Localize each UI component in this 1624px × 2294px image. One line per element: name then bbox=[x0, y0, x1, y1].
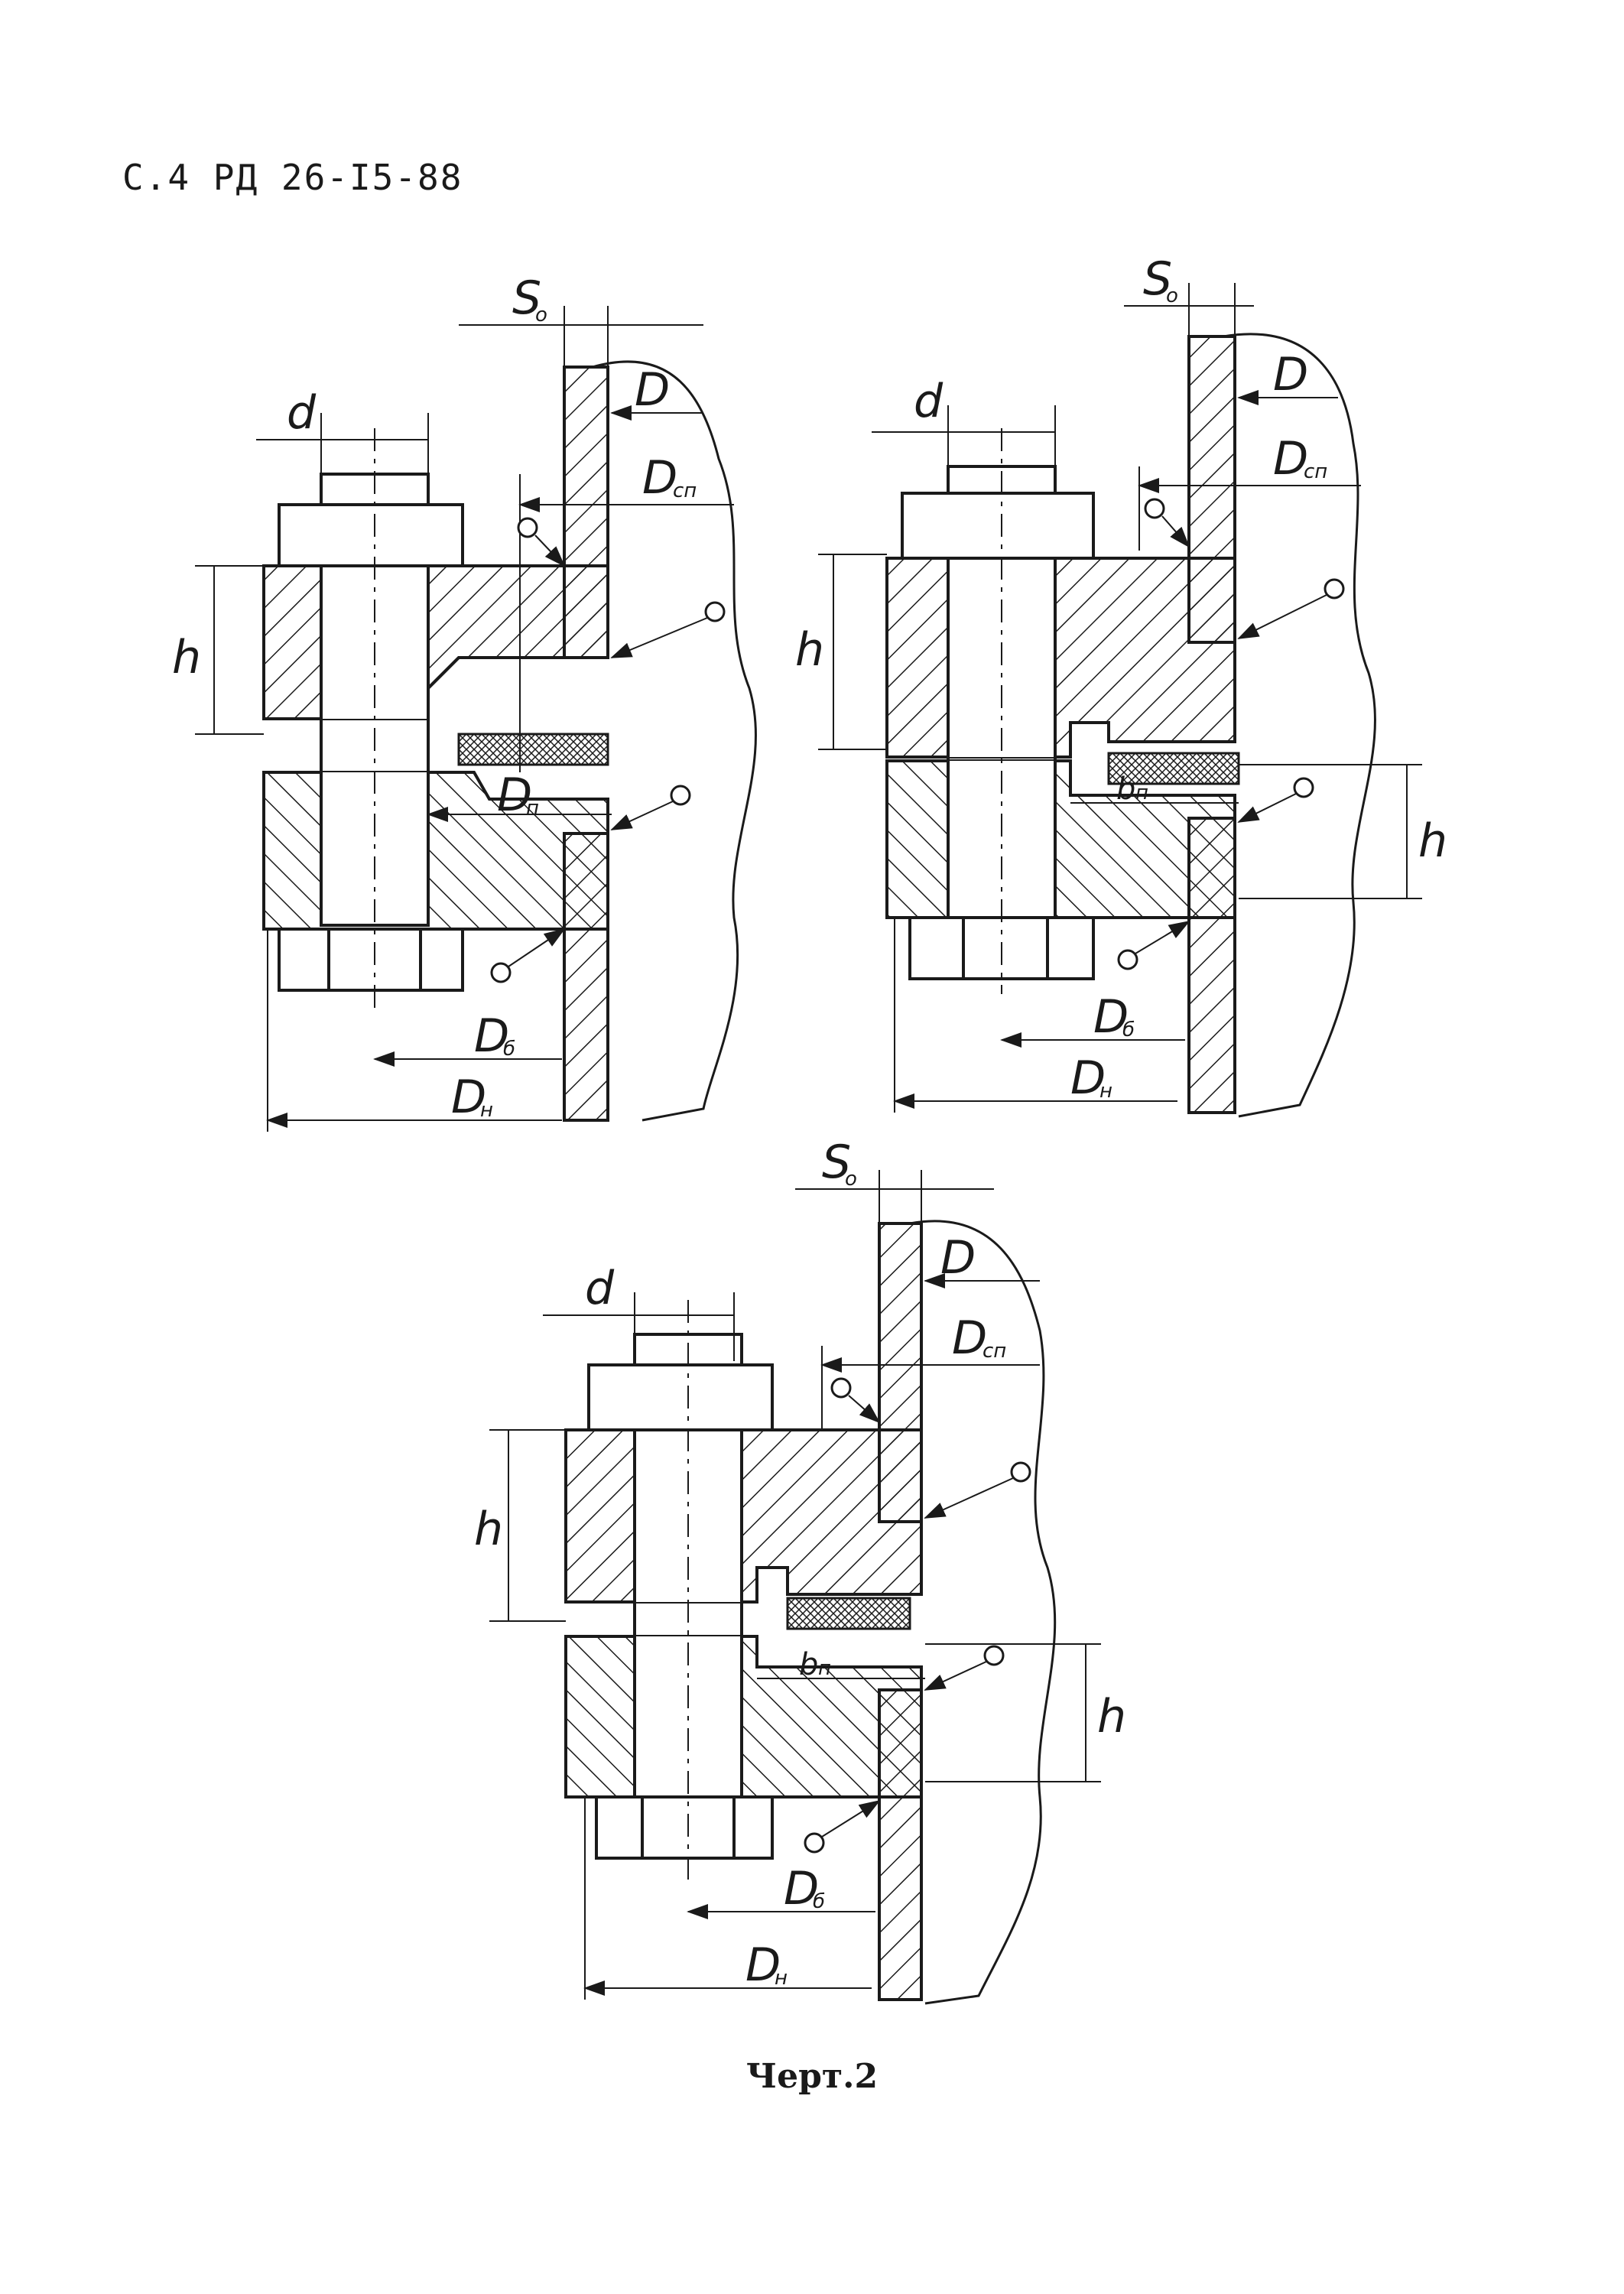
label-dp-sub: п bbox=[526, 797, 539, 820]
label-d-bolt: d bbox=[585, 1262, 615, 1315]
label-db: D bbox=[1093, 990, 1129, 1044]
label-d-inner: D bbox=[1273, 348, 1308, 401]
label-dn-sub: н bbox=[1099, 1080, 1112, 1103]
figure-caption: Черт.2 bbox=[745, 2057, 879, 2096]
label-db: D bbox=[784, 1862, 819, 1915]
page-number: С.4 bbox=[122, 157, 191, 198]
label-s0-sub: o bbox=[1166, 284, 1178, 307]
label-bp: b bbox=[799, 1647, 818, 1682]
label-db: D bbox=[474, 1009, 509, 1063]
label-d-inner: D bbox=[940, 1231, 976, 1285]
label-s0: S bbox=[512, 271, 541, 325]
figure-2-labels: S o D D сп d h b п h D б D н bbox=[795, 252, 1447, 1105]
label-db-sub: б bbox=[1122, 1019, 1135, 1041]
label-dcp: D bbox=[952, 1311, 987, 1365]
label-h: h bbox=[795, 623, 824, 677]
label-d-bolt: d bbox=[914, 375, 944, 428]
label-s0-sub: o bbox=[535, 304, 547, 327]
label-h: h bbox=[474, 1503, 503, 1556]
label-s0-sub: o bbox=[845, 1168, 857, 1191]
page-header: С.4 РД 26-I5-88 bbox=[122, 157, 463, 198]
label-db-sub: б bbox=[503, 1038, 515, 1061]
label-bp-sub: п bbox=[1135, 781, 1148, 804]
figure-1-labels: S o D D сп d h D п D б D н bbox=[172, 271, 697, 1124]
label-h-lower: h bbox=[1418, 814, 1447, 868]
figure-2-flange-joint bbox=[818, 283, 1422, 1118]
label-h-lower: h bbox=[1097, 1690, 1126, 1743]
label-bp: b bbox=[1116, 772, 1135, 807]
document-code: РД 26-I5-88 bbox=[213, 157, 463, 198]
figure-3-labels: S o D D сп d h b п h D б D н bbox=[474, 1136, 1126, 1992]
label-d-inner: D bbox=[635, 363, 670, 417]
label-dn: D bbox=[1070, 1051, 1106, 1105]
label-dcp-sub: сп bbox=[983, 1340, 1006, 1363]
label-s0: S bbox=[822, 1136, 851, 1189]
label-dcp: D bbox=[642, 451, 677, 505]
label-s0: S bbox=[1143, 252, 1172, 306]
label-dn: D bbox=[745, 1938, 781, 1992]
label-dp: D bbox=[497, 768, 532, 822]
label-h: h bbox=[172, 631, 201, 684]
label-dcp-sub: сп bbox=[1304, 460, 1327, 483]
label-dn: D bbox=[451, 1071, 486, 1124]
figure-1-flange-joint bbox=[195, 306, 757, 1132]
label-bp-sub: п bbox=[818, 1657, 831, 1680]
label-d-bolt: d bbox=[287, 386, 317, 440]
label-dn-sub: н bbox=[480, 1099, 493, 1122]
label-dcp: D bbox=[1273, 432, 1308, 486]
label-db-sub: б bbox=[813, 1890, 825, 1913]
label-dn-sub: н bbox=[775, 1967, 788, 1990]
figure-3-flange-joint bbox=[489, 1170, 1101, 2005]
label-dcp-sub: сп bbox=[673, 479, 697, 502]
